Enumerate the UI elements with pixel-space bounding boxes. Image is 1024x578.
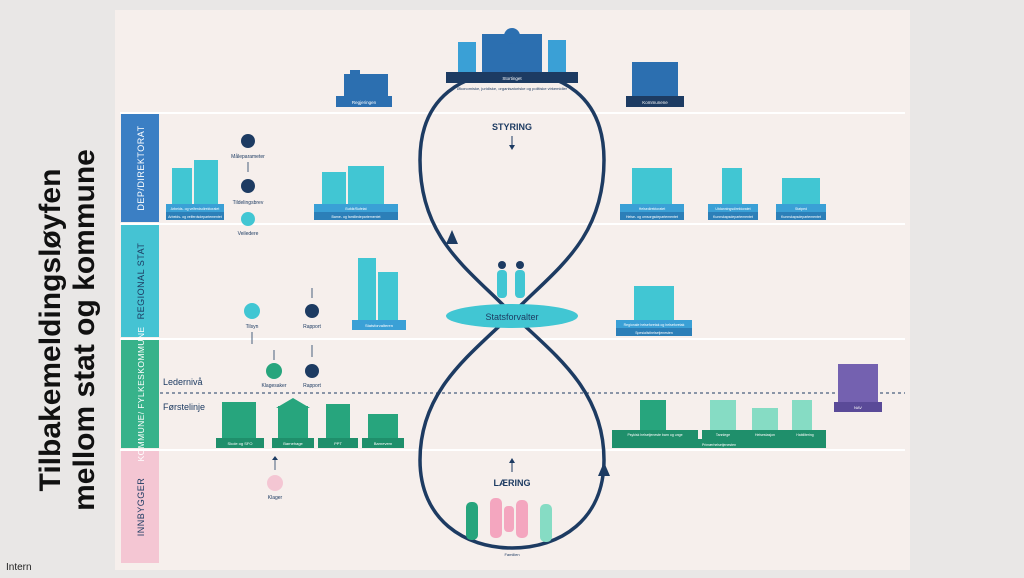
- label-arbeid-dep: Arbeids- og velferdsdepartementet: [168, 215, 222, 219]
- building-stortinget: [446, 28, 578, 83]
- family-figures: [466, 498, 552, 542]
- row-separators: [120, 112, 905, 451]
- loop-arrow-up-right: [598, 462, 610, 476]
- flow-icon-rapport-2: [305, 364, 319, 378]
- building-ppt: [318, 404, 358, 448]
- label-ppt: PPT: [334, 441, 342, 446]
- row-tab-kommune: [121, 340, 159, 448]
- row-label-dep: DEP/DIREKTORAT: [136, 125, 146, 210]
- label-kommunene: Kommunene: [642, 100, 668, 105]
- footer-label: Intern: [6, 562, 32, 573]
- row-tab-innbygger: [121, 451, 159, 563]
- row-tab-dep: [121, 114, 159, 222]
- flow-veiledere: Veiledere: [238, 231, 259, 237]
- label-habilitering: Habilitering: [796, 433, 814, 437]
- building-regjeringen: [336, 70, 392, 107]
- level-ledernivaa: Ledernivå: [163, 377, 203, 387]
- building-statped: [776, 178, 826, 220]
- building-habilitering: [784, 400, 826, 439]
- building-kommunene: [626, 62, 684, 107]
- statsforvalter-node: [446, 304, 578, 328]
- flow-klager: Klager: [268, 495, 283, 501]
- label-barnehage: Barnehage: [283, 441, 303, 446]
- flow-icon-maleparameter: [241, 134, 255, 148]
- building-arbeid: [166, 160, 224, 220]
- label-helsestasjon: Helsestasjon: [755, 433, 775, 437]
- flow-icon-klagesaker: [266, 363, 282, 379]
- label-udir: Utdanningsdirektoratet: [715, 207, 750, 211]
- building-skole: [216, 402, 264, 448]
- flow-icon-tilsyn: [244, 303, 260, 319]
- loop-label-statsforvalter: Statsforvalter: [485, 312, 538, 322]
- label-psykisk: Psykisk helsetjeneste barn og unge: [627, 433, 682, 437]
- stortinget-note: Økonomiske, juridiske, organisatoriske o…: [457, 86, 568, 91]
- building-barnevern: [362, 414, 404, 448]
- label-helsedir: Helsedirektoratet: [639, 207, 665, 211]
- flow-icon-tildelingsbrev: [241, 179, 255, 193]
- building-helsestasjon: [744, 408, 786, 439]
- label-nav: NAV: [854, 405, 862, 410]
- building-bufdir: [314, 166, 398, 220]
- flow-icon-veiledere: [241, 212, 255, 226]
- flow-icon-klager: [267, 475, 283, 491]
- label-spesialist: Spesialisthelsetjenesten: [635, 331, 673, 335]
- flow-rapport-2: Rapport: [303, 383, 321, 389]
- building-nav: [834, 364, 882, 412]
- label-primaer: Primærhelsetjenesten: [702, 443, 736, 447]
- label-tannlege: Tannlege: [716, 433, 730, 437]
- label-regjeringen: Regjeringen: [352, 100, 377, 105]
- label-familien: Familien: [504, 552, 519, 557]
- flow-tildelingsbrev: Tildelingsbrev: [233, 200, 264, 206]
- row-tab-regional: [121, 225, 159, 337]
- diagram-panel: [115, 10, 910, 570]
- row-label-kommune: KOMMUNE/ FYLKESKOMMUNE: [136, 327, 146, 462]
- statsforvalter-people: [497, 261, 525, 298]
- label-kd-2: Kunnskapsdepartementet: [781, 215, 821, 219]
- bar-primaer: [612, 439, 826, 448]
- building-barnehage: [272, 398, 314, 448]
- label-statped: Statped: [795, 207, 807, 211]
- building-udir: [708, 168, 758, 220]
- building-statsforvalteren: [352, 258, 406, 330]
- flow-maleparameter: Måleparameter: [231, 153, 265, 160]
- label-hod: Helse- og omsorgsdepartementet: [626, 215, 678, 219]
- building-tannlege: [702, 400, 744, 439]
- flow-rapport-1: Rapport: [303, 324, 321, 330]
- building-helse: [620, 168, 684, 220]
- label-bfd: Barne- og familiedepartementet: [331, 215, 380, 219]
- building-regional-helse: [616, 286, 692, 336]
- flow-icon-rapport-1: [305, 304, 319, 318]
- loop-label-styring: STYRING: [492, 122, 532, 132]
- building-psykisk: [612, 400, 698, 439]
- label-rhf: Regionale helseforetak og helseforetak: [624, 323, 685, 327]
- label-statsforvalteren: Statsforvalteren: [365, 323, 393, 328]
- label-skole: Skole og SFO: [228, 441, 253, 446]
- label-arbeid-dir: Arbeids- og velferdsdirektoratet: [171, 207, 220, 211]
- row-label-regional: REGIONAL STAT: [136, 243, 146, 320]
- label-bufdir: Bufdir/Bufetat: [345, 207, 366, 211]
- label-kd-1: Kunnskapsdepartementet: [713, 215, 753, 219]
- level-forstelinje: Førstelinje: [163, 402, 205, 412]
- loop-arrow-up: [446, 230, 458, 244]
- loop-label-laering: LÆRING: [494, 478, 531, 488]
- flow-tilsyn: Tilsyn: [246, 324, 259, 330]
- flow-klagesaker: Klagesaker: [261, 383, 286, 389]
- label-barnevern: Barnevern: [374, 441, 392, 446]
- row-label-innbygger: INNBYGGER: [136, 478, 146, 537]
- label-stortinget: Stortinget: [502, 76, 522, 81]
